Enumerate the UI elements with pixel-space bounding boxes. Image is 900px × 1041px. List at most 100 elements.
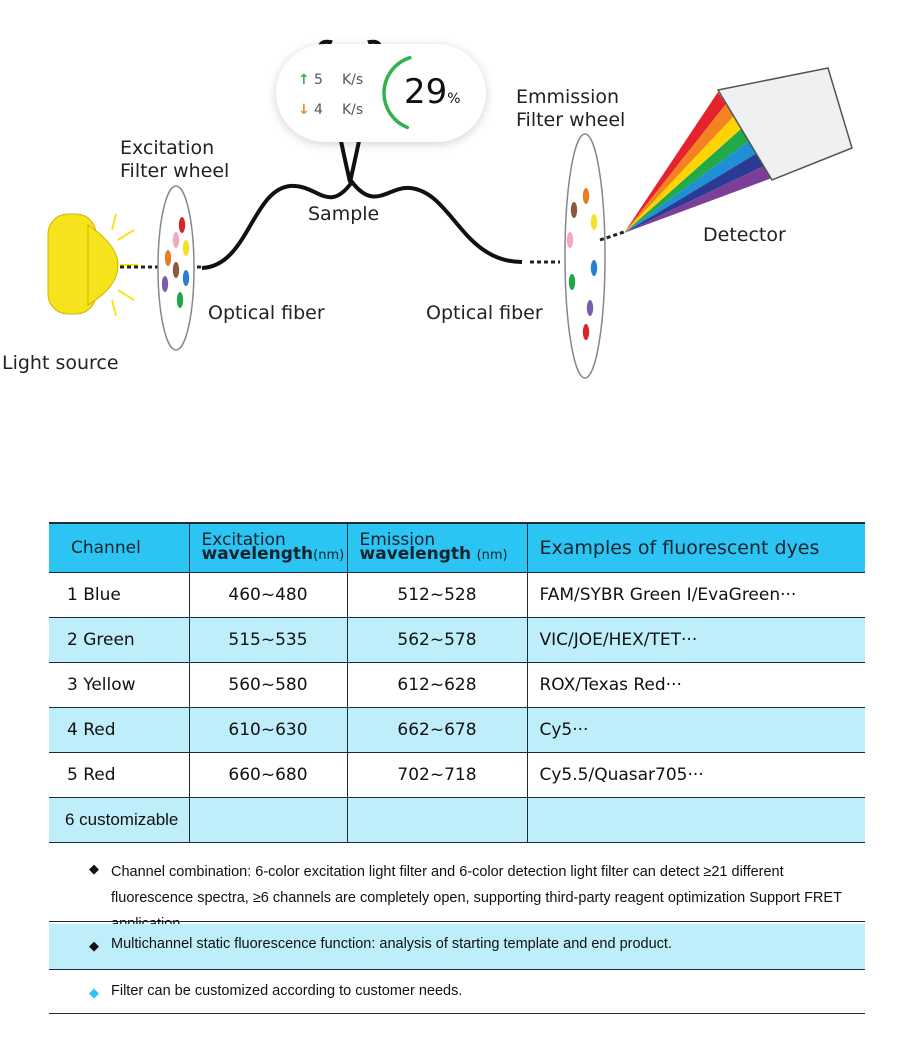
light-source-lamp (47, 213, 119, 315)
light-spectrum-fan (624, 92, 772, 234)
spectrum-band (624, 141, 757, 233)
note-text: Multichannel static fluorescence functio… (111, 936, 672, 952)
spectrum-band (624, 116, 742, 233)
upload-unit: K/s (342, 72, 364, 88)
table-row: 5 Red 660~680 702~718 Cy5.5/Quasar705··· (49, 752, 865, 798)
filter-dot (568, 274, 576, 290)
excitation-filter-label: Excitation Filter wheel (120, 137, 230, 182)
percent-sign: % (447, 91, 461, 107)
header-emission-top: Emission (359, 530, 436, 550)
cell-emission: 562~578 (346, 617, 527, 663)
spectrum-band (624, 104, 734, 234)
detector-label: Detector (703, 224, 786, 246)
table-row: 2 Green 515~535 562~578 VIC/JOE/HEX/TET·… (49, 617, 865, 663)
emission-filter-wheel (564, 133, 606, 379)
header-emission-bottom: wavelength (nm) (359, 544, 508, 564)
spectrum-band (624, 153, 765, 233)
light-source-label: Light source (2, 352, 119, 374)
download-value: 4 (314, 102, 323, 118)
emission-filter-label: Emmission Filter wheel (516, 86, 626, 131)
optical-fiber-right-label: Optical fiber (426, 302, 543, 324)
filter-dot (176, 292, 184, 308)
table-header-row: Channel Excitation wavelength(nm) Emissi… (49, 522, 865, 573)
download-arrow-icon: ↓ (298, 102, 310, 118)
excitation-filter-dots (161, 217, 190, 308)
cell-channel: 4 Red (49, 707, 189, 753)
header-emission: Emission wavelength (nm) (346, 522, 527, 573)
emission-filter-dots (566, 188, 598, 340)
cell-channel: 2 Green (49, 617, 189, 663)
channel-spec-table: Channel Excitation wavelength(nm) Emissi… (49, 522, 865, 843)
filter-dot (182, 270, 190, 286)
cell-channel: 5 Red (49, 752, 189, 798)
note-bullet-icon: ◆ (89, 861, 99, 876)
cell-excitation: 460~480 (188, 572, 347, 618)
optical-path-diagram: Excitation Filter wheel Emmission Filter… (0, 0, 900, 420)
filter-dot (586, 300, 594, 316)
filter-dot (590, 214, 598, 230)
cell-emission (346, 797, 527, 843)
table-row: 6 customizable (49, 797, 865, 843)
progress-percent: 29% (404, 72, 461, 119)
upload-arrow-icon: ↑ (298, 72, 310, 88)
cell-emission: 662~678 (346, 707, 527, 753)
cell-excitation: 610~630 (188, 707, 347, 753)
detector-box (716, 67, 853, 181)
cell-dyes: Cy5.5/Quasar705··· (526, 752, 865, 798)
header-dyes: Examples of fluorescent dyes (526, 522, 865, 573)
cell-excitation (188, 797, 347, 843)
header-excitation-top: Excitation (201, 530, 286, 550)
filter-dot (590, 260, 598, 276)
progress-arc (382, 55, 412, 130)
filter-dot (582, 188, 590, 204)
optical-fiber-left-label: Optical fiber (208, 302, 325, 324)
cell-channel: 6 customizable (49, 797, 189, 843)
cell-dyes: VIC/JOE/HEX/TET··· (526, 617, 865, 663)
sample-label: Sample (308, 203, 380, 225)
percent-value: 29 (404, 72, 448, 112)
note-filter-customization: ◆ Filter can be customized according to … (49, 972, 865, 1014)
filter-dot (178, 217, 186, 233)
note-text: Channel combination: 6-color excitation … (111, 864, 842, 932)
cell-channel: 3 Yellow (49, 662, 189, 708)
header-excitation: Excitation wavelength(nm) (188, 522, 347, 573)
beam-out (599, 230, 625, 242)
cell-dyes: ROX/Texas Red··· (526, 662, 865, 708)
note-bullet-icon: ◆ (89, 938, 99, 953)
note-static-fluorescence: ◆ Multichannel static fluorescence funct… (49, 924, 865, 970)
download-unit: K/s (342, 102, 364, 118)
download-speed: ↓4 K/s (298, 102, 363, 118)
spectrum-band (624, 92, 726, 233)
note-text: Filter can be customized according to cu… (111, 983, 463, 999)
cell-emission: 612~628 (346, 662, 527, 708)
filter-dot (161, 276, 169, 292)
cell-dyes: FAM/SYBR Green I/EvaGreen··· (526, 572, 865, 618)
table-row: 1 Blue 460~480 512~528 FAM/SYBR Green I/… (49, 572, 865, 618)
filter-dot (172, 262, 180, 278)
filter-dot (566, 232, 574, 248)
cell-excitation: 560~580 (188, 662, 347, 708)
table-row: 3 Yellow 560~580 612~628 ROX/Texas Red··… (49, 662, 865, 708)
cell-dyes (526, 797, 865, 843)
table-row: 4 Red 610~630 662~678 Cy5··· (49, 707, 865, 753)
light-rays (111, 213, 138, 317)
cell-channel: 1 Blue (49, 572, 189, 618)
spectrum-band (624, 165, 772, 233)
header-excitation-bottom: wavelength(nm) (201, 544, 345, 564)
diagram-graphic (47, 39, 853, 379)
spectrum-band (624, 128, 749, 233)
cell-excitation: 515~535 (188, 617, 347, 663)
cell-emission: 702~718 (346, 752, 527, 798)
sample-cuvette (317, 39, 383, 183)
filter-dot (582, 324, 590, 340)
cell-excitation: 660~680 (188, 752, 347, 798)
filter-dot (182, 240, 190, 256)
filter-dot (570, 202, 578, 218)
header-channel: Channel (49, 522, 189, 573)
progress-gauge (382, 55, 412, 130)
note-bullet-icon: ◆ (89, 985, 99, 1000)
cell-emission: 512~528 (346, 572, 527, 618)
filter-dot (172, 232, 180, 248)
filter-dot (164, 250, 172, 266)
